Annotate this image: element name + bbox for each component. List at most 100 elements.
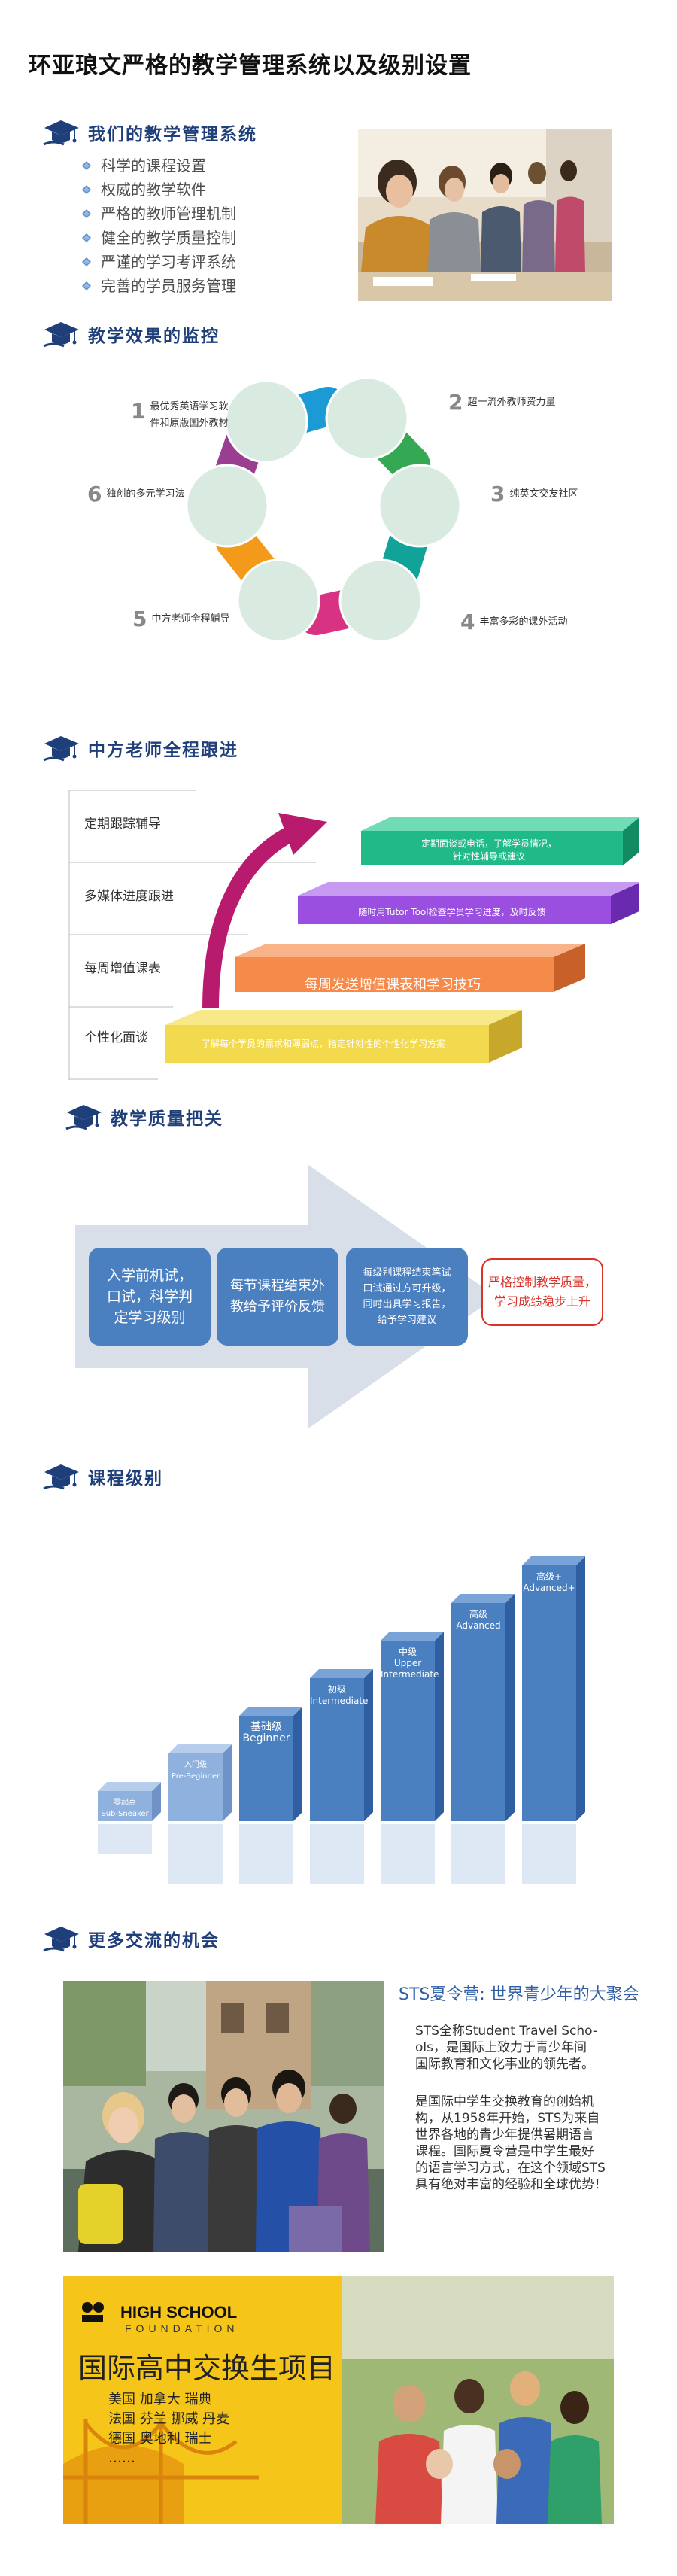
banner-logo: HIGH SCHOOL [80,2300,237,2325]
diamond-bullet-icon [81,184,92,195]
level-label-cn: 基础级 [250,1721,282,1733]
tracking-row-label: 定期跟踪辅导 [84,817,161,832]
level-label-cn: 高级+ [536,1571,563,1582]
level-bar-front [310,1678,364,1821]
level-label-en: Intermediate [310,1696,369,1706]
graduation-cap-icon [41,733,80,763]
feature-list: 科学的课程设置 权威的教学软件 严格的教师管理机制 健全的教学质量控制 严谨的学… [81,154,236,298]
diamond-bullet-icon [81,281,92,291]
classroom-photo [358,129,612,301]
tracking-row-label: 多媒体进度跟进 [84,889,174,904]
diamond-bullet-icon [81,160,92,171]
section-title: 教学效果的监控 [88,326,220,346]
diamond-bullet-icon [81,257,92,267]
ring-item-5: 5 中方老师全程辅导 [132,607,230,631]
graduation-cap-icon [41,1924,80,1954]
level-bar-top [310,1669,373,1678]
ring-item-4: 4 丰富多彩的课外活动 [460,610,568,634]
level-bar [522,1556,585,1884]
level-label: 高级+Advanced+ [522,1571,576,1594]
exchange-banner: HIGH SCHOOL FOUNDATION 国际高中交换生项目 美国 加拿大 … [63,2276,614,2524]
level-bar-front [98,1791,152,1821]
graduation-cap-icon [64,1102,103,1132]
level-bar-side [435,1632,444,1821]
level-bar-front [451,1603,505,1821]
students-group-photo [63,1981,384,2252]
ring-item-6: 6 独创的多元学习法 [87,482,185,506]
section-header-tracking: 中方老师全程跟进 [41,733,238,763]
level-bar-side [364,1669,373,1821]
level-label-cn: 中级 [398,1647,417,1657]
level-bar [168,1744,232,1884]
level-bar-top [522,1556,585,1565]
level-bar-reflection [381,1824,435,1884]
level-bar-front [522,1565,576,1821]
graduation-cap-icon [41,1461,80,1492]
section-title: 中方老师全程跟进 [88,740,238,760]
list-item: 权威的教学软件 [81,178,236,202]
section-title: 教学质量把关 [111,1109,223,1129]
list-item: 健全的教学质量控制 [81,226,236,250]
sts-title: STS夏令营: 世界青少年的大聚会 [399,1985,639,2004]
level-bar-top [381,1632,444,1641]
level-bar-front [168,1753,223,1821]
level-label-en: Upper Intermediate [381,1658,439,1680]
level-label-cn: 入门级 [184,1761,207,1769]
banner-countries: 美国 加拿大 瑞典 法国 芬兰 挪威 丹麦 德国 奥地利 瑞士 …… [108,2392,230,2466]
section-header-exchange: 更多交流的机会 [41,1924,220,1954]
level-bar-front [381,1641,435,1821]
level-bar-front [239,1716,293,1821]
list-item: 科学的课程设置 [81,154,236,178]
graduation-cap-icon [41,319,80,349]
banner-logo-subtext: FOUNDATION [125,2322,239,2334]
level-label-cn: 高级 [469,1609,487,1620]
level-bar-reflection [310,1824,364,1884]
step-text-purple: 随时用Tutor Tool检查学员学习进度，及时反馈 [358,907,546,917]
level-bar-reflection [98,1824,152,1854]
section-title: 更多交流的机会 [88,1930,220,1951]
quality-result: 严格控制教学质量，学习成绩稳步上升 [481,1258,603,1326]
quality-step-1: 入学前机试，口试，科学判定学习级别 [89,1248,211,1346]
level-label-en: Advanced [456,1620,501,1631]
ring-item-1: 1 最优秀英语学习软件和原版国外教材 [131,399,229,429]
level-bar [98,1782,161,1854]
level-label-en: Beginner [242,1732,290,1744]
step-text-yellow: 了解每个学员的需求和薄弱点，指定针对性的个性化学习方案 [201,1039,445,1049]
tracking-staircase [68,790,639,1080]
section-header-levels: 课程级别 [41,1461,163,1492]
sts-logo-icon [82,2302,104,2322]
level-label-cn: 初级 [327,1684,346,1695]
level-bar [381,1632,444,1884]
ring-item-2: 2 超一流外教师资力量 [448,390,556,415]
ring-item-3: 3 纯英文交友社区 [490,482,578,506]
diamond-bullet-icon [81,208,92,219]
level-bar [451,1594,515,1884]
page-title: 环亚琅文严格的教学管理系统以及级别设置 [29,53,472,79]
step-text-orange: 每周发送增值课表和学习技巧 [305,977,481,993]
level-label-en: Sub-Sneaker [101,1810,149,1818]
level-bar-side [576,1556,585,1821]
level-bar-side [505,1594,515,1821]
graduation-cap-icon [41,117,80,148]
sts-paragraph-2: 是国际中学生交换教育的创始机构，从1958年开始，STS为来自世界各地的青少年提… [415,2094,607,2192]
section-title: 我们的教学管理系统 [88,124,257,144]
quality-step-3: 每级别课程结束笔试口试通过方可升级，同时出具学习报告，给予学习建议 [346,1248,468,1346]
six-advantages-ring [185,376,462,643]
ring-circles [185,376,462,643]
level-bar-side [293,1707,302,1821]
section-header-monitor: 教学效果的监控 [41,319,220,349]
list-item: 严谨的学习考评系统 [81,250,236,274]
level-bar-reflection [168,1824,223,1884]
banner-logo-text: HIGH SCHOOL [120,2303,238,2322]
level-bar-top [168,1744,232,1753]
section-header-quality: 教学质量把关 [64,1102,223,1132]
level-bar-top [451,1594,515,1603]
section-header-system: 我们的教学管理系统 [41,117,257,148]
level-bar-top [98,1782,161,1791]
